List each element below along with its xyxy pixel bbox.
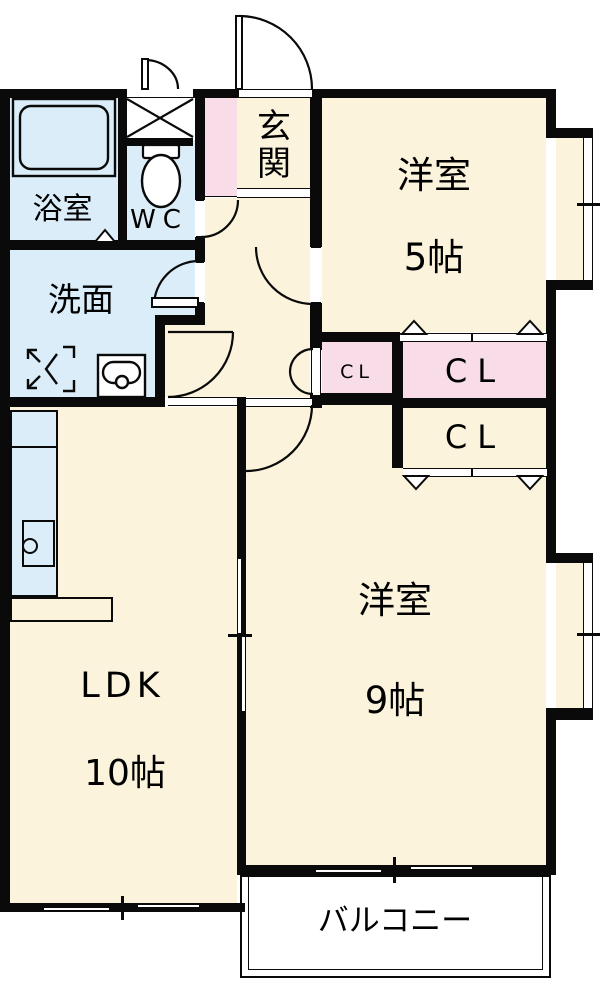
balcony-door-pane <box>315 869 382 873</box>
room-washroom-lower <box>10 315 155 397</box>
closet-lower-door-track <box>403 468 547 477</box>
utility-door-opening <box>127 89 193 98</box>
kitchen-counter <box>10 597 113 622</box>
track-divider <box>471 333 473 342</box>
bedroom5-label: 洋室 <box>397 154 471 197</box>
window-tick <box>577 203 600 206</box>
window-tick <box>577 633 600 636</box>
entrance-door-opening <box>239 89 312 98</box>
wall-segment <box>322 332 400 342</box>
wall-segment <box>0 397 160 407</box>
balcony <box>240 875 551 978</box>
wall-segment <box>310 303 322 350</box>
closet-upper <box>403 342 546 398</box>
washroom-door-opening <box>196 262 204 303</box>
wall-segment <box>546 98 556 128</box>
wall-segment <box>155 315 205 325</box>
bedroom9-door-opening <box>246 398 312 407</box>
bay-window5-glass <box>583 138 593 280</box>
window-tick <box>121 896 124 920</box>
wall-segment <box>195 303 205 325</box>
wall-segment <box>155 315 165 407</box>
closet-upper-door-track <box>400 333 547 342</box>
ldk-partition-pane <box>241 636 246 712</box>
wall-segment <box>237 865 546 875</box>
hallway <box>205 198 310 397</box>
balcony-label: バルコニー <box>317 902 473 939</box>
utility-door-leaf <box>141 58 149 90</box>
shoe-cabinet <box>205 98 237 197</box>
room-bedroom5 <box>322 98 546 332</box>
wall-segment <box>546 290 556 553</box>
closet-upper-label: CL <box>444 352 506 390</box>
bedroom9-size: 9帖 <box>364 679 426 722</box>
ldk-window-pane <box>43 907 110 911</box>
ldk-window-pane <box>137 904 200 908</box>
closet-hall <box>322 342 392 393</box>
ldk-label: LDK <box>80 666 165 706</box>
entrance-door-leaf <box>235 15 243 90</box>
kitchen-unit <box>10 410 58 597</box>
ldk-partition-pane <box>237 558 242 634</box>
entrance-label: 玄関 <box>257 107 291 184</box>
bedroom9-label: 洋室 <box>358 579 432 622</box>
wall-segment <box>193 89 239 98</box>
wall-segment <box>400 398 546 408</box>
hallway-lower <box>165 325 205 397</box>
ldk-door-opening <box>168 397 237 406</box>
wall-segment <box>546 708 593 720</box>
wall-segment <box>546 553 593 563</box>
wall-segment <box>195 95 205 200</box>
wall-segment <box>127 138 193 146</box>
wc-door-opening <box>196 200 204 237</box>
wall-segment <box>0 89 127 98</box>
bay-window5-floor <box>556 138 583 280</box>
wall-segment <box>546 720 556 875</box>
kitchen-sink <box>22 520 55 567</box>
utility-door-arc <box>144 58 180 90</box>
track-divider <box>471 468 473 477</box>
window-tick <box>393 857 396 883</box>
room-bedroom9 <box>246 405 546 865</box>
wall-segment <box>546 280 593 290</box>
bath-label: 浴室 <box>32 192 93 227</box>
wall-segment <box>118 98 127 240</box>
wall-segment <box>195 237 205 262</box>
closet-lower-label: CL <box>444 418 506 456</box>
wall-segment <box>312 89 556 98</box>
room-entrance <box>237 98 310 188</box>
wall-segment <box>310 89 322 247</box>
wall-segment <box>392 342 403 468</box>
balcony-door-pane <box>410 866 473 870</box>
window-tick <box>228 634 252 637</box>
entrance-door-arc <box>238 14 314 90</box>
wall-segment <box>0 89 10 912</box>
bedroom5-size: 5帖 <box>403 236 465 279</box>
wc-label: WC <box>130 205 188 235</box>
closet-hall-door-opening <box>311 348 321 395</box>
wall-segment <box>0 240 205 250</box>
closet-hall-label: CL <box>340 361 374 383</box>
washroom-label: 洗面 <box>48 280 114 319</box>
wall-segment <box>546 128 593 138</box>
ldk-size: 10帖 <box>84 753 166 794</box>
bedroom5-door-opening <box>311 247 321 303</box>
entrance-step <box>237 188 310 198</box>
kitchen-divider <box>12 446 56 448</box>
wall-segment <box>313 393 400 405</box>
utility-box <box>127 98 193 138</box>
